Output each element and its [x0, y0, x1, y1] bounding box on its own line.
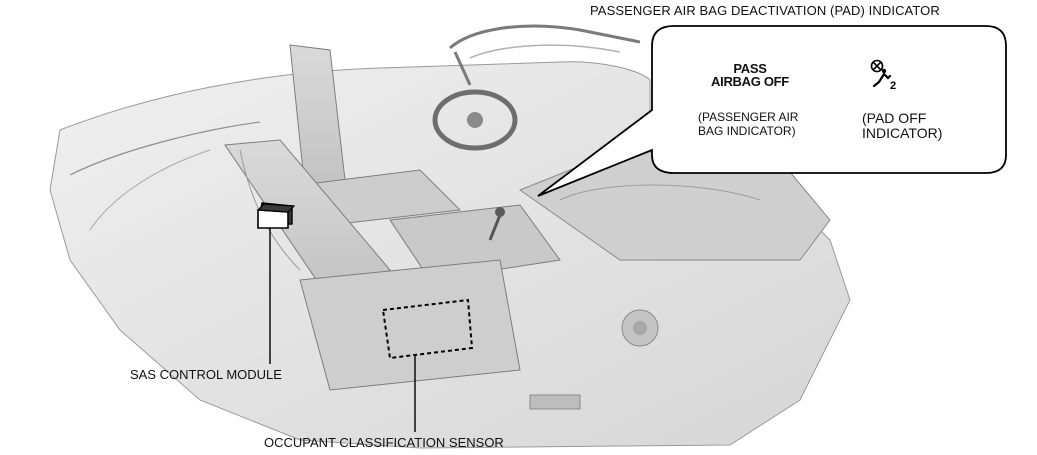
pad-caption-line2: INDICATOR) — [862, 125, 943, 142]
pad-indicator-title: PASSENGER AIR BAG DEACTIVATION (PAD) IND… — [590, 3, 940, 18]
pad-icon-digit: 2 — [890, 80, 896, 92]
airbag-off-seat-icon — [870, 59, 892, 88]
pad-caption-line1: (PAD OFF — [862, 110, 927, 126]
door-speaker — [621, 309, 659, 347]
center-console — [389, 204, 561, 281]
sas-control-module — [256, 202, 296, 229]
floor-mat — [529, 394, 581, 410]
windshield-frame — [448, 24, 641, 86]
pass-caption-line2: BAG INDICATOR) — [698, 123, 796, 138]
airbag-off-line: AIRBAG OFF — [711, 74, 789, 89]
sas-control-module-label: SAS CONTROL MODULE — [130, 367, 282, 382]
pad-off-indicator-caption: (PAD OFF INDICATOR) — [862, 110, 943, 142]
pad-callout-bubble — [537, 25, 1007, 197]
leader-lines — [269, 228, 416, 432]
occupant-sensor-outline — [381, 298, 474, 360]
passenger-seat — [224, 139, 521, 391]
passenger-air-bag-indicator-caption: (PASSENGER AIR BAG INDICATOR) — [698, 110, 799, 139]
pass-caption-line1: (PASSENGER AIR — [698, 110, 799, 124]
occupant-classification-sensor-label: OCCUPANT CLASSIFICATION SENSOR — [264, 435, 504, 450]
steering-wheel — [432, 89, 518, 151]
pass-airbag-off-indicator: PASS AIRBAG OFF — [700, 62, 800, 88]
pass-line: PASS — [733, 61, 767, 76]
